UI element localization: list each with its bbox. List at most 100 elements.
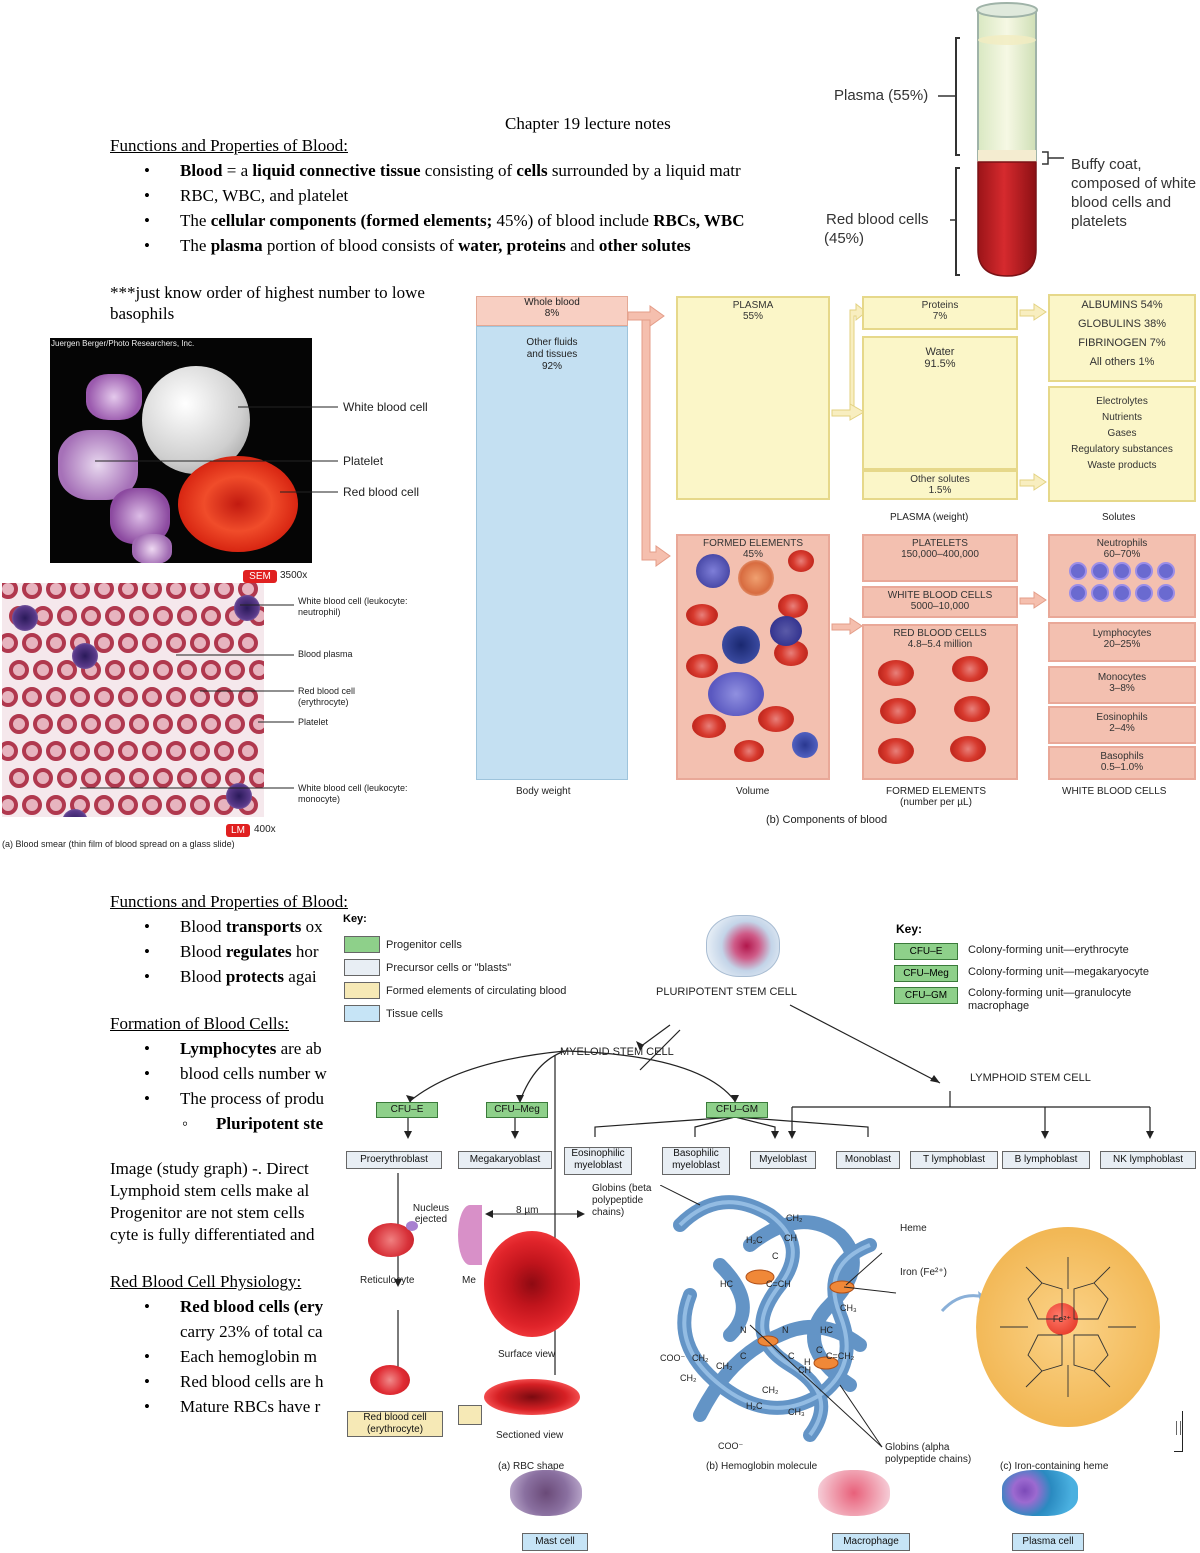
smear-rbc (225, 660, 245, 680)
smear-rbc (166, 633, 186, 653)
hematopoiesis-figure: Key: Progenitor cells Precursor cells or… (340, 905, 1200, 1551)
platelets-box: PLATELETS 150,000–400,000 (862, 534, 1018, 582)
solute-item: Waste products (1087, 460, 1157, 471)
smear-rbc (225, 714, 245, 734)
sem-credit: Juergen Berger/Photo Researchers, Inc. (51, 339, 195, 348)
rbc-bullet-1: Red blood cells (ery (110, 1294, 350, 1319)
paragraph-line-2: Lymphoid stem cells make al (110, 1181, 310, 1200)
smear-rbc (238, 633, 258, 653)
page1-bullet-run: portion of blood consists of (262, 236, 459, 255)
heme-chem-label: CH₂ (786, 1213, 803, 1223)
rbc-shape-caption: (a) RBC shape (498, 1461, 565, 1472)
smear-rbc (190, 633, 210, 653)
nucleus-ejected-label: Nucleus ejected (412, 1203, 450, 1225)
smear-rbc (129, 768, 149, 788)
smear-caption: (a) Blood smear (thin film of blood spre… (2, 839, 235, 849)
megakaryoblast-box: Megakaryoblast (458, 1151, 552, 1169)
formation-bullet-2: blood cells number w (110, 1061, 350, 1086)
smear-rbc (129, 714, 149, 734)
smear-rbc (201, 768, 221, 788)
rbc-sectioned-image (484, 1379, 580, 1415)
formation-bullet-1: Lymphocytes are ab (110, 1036, 350, 1061)
key-list: Progenitor cells Precursor cells or "bla… (344, 933, 566, 1025)
lm-badge: LM (226, 824, 250, 837)
smear-rbc (22, 795, 42, 815)
heme-chem-label: C (788, 1351, 795, 1361)
heme-chem-label: COO⁻ (718, 1441, 744, 1451)
smear-rbc (201, 714, 221, 734)
smear-rbc (238, 687, 258, 707)
rbc-physiology-bullet-run: Mature RBCs have r (180, 1397, 321, 1416)
smear-rbc (238, 741, 258, 761)
heme-chem-label: CH₂ (692, 1353, 709, 1363)
smear-figure: White blood cell (leukocyte: neutrophil)… (0, 583, 460, 853)
rbc-physiology-bullet-run: Each hemoglobin m (180, 1347, 317, 1366)
page1-bullet-run: 45%) of blood include (492, 211, 654, 230)
monoblast-box: Monoblast (836, 1151, 900, 1169)
heading-functions: Functions and Properties of Blood: (110, 136, 348, 155)
protein-types-box: ALBUMINS 54% GLOBULINS 38% FIBRINOGEN 7%… (1048, 294, 1196, 382)
page1-bullet-run: other solutes (598, 236, 691, 255)
heading-rbc-physiology: Red Blood Cell Physiology: (110, 1272, 302, 1291)
erythrocyte-image (370, 1365, 410, 1395)
smear-rbc (249, 768, 264, 788)
smear-rbc (214, 583, 234, 599)
page1-bullet-run: RBCs, WBC (653, 211, 745, 230)
heme-chem-label: CH₂ (762, 1385, 779, 1395)
heme-chem-label: HC (720, 1279, 733, 1289)
heme-chem-label: CH₂ (680, 1373, 697, 1383)
smear-rbc (153, 606, 173, 626)
proerythroblast-box: Proerythroblast (346, 1151, 442, 1169)
heme-structure (1000, 1257, 1136, 1397)
functions-bullet-run: ox (301, 917, 323, 936)
formed-elements-label: FORMED ELEMENTS (number per µL) (885, 786, 986, 808)
smear-wbc (226, 783, 252, 809)
heme-chem-label: H₃C (746, 1235, 763, 1245)
sem-figure: Juergen Berger/Photo Researchers, Inc. W… (0, 330, 460, 585)
smear-rbc (142, 583, 162, 599)
globins-beta-label: Globins (beta polypeptide chains) (592, 1183, 652, 1218)
page1-bullet-run: water, proteins (458, 236, 566, 255)
smear-rbc (22, 633, 42, 653)
clipped-box (458, 1405, 482, 1425)
functions-bullet-run: Blood (180, 917, 226, 936)
smear-rbc (142, 633, 162, 653)
smear-wbc (62, 809, 88, 817)
eosinophilic-box: Eosinophilic myeloblast (564, 1147, 632, 1175)
components-figure: Whole blood 8% Other fluids and tissues … (470, 290, 1200, 835)
rbc-label-1: Red blood cells (826, 211, 929, 228)
surface-view-label: Surface view (498, 1349, 556, 1360)
functions-bullet-run: Blood (180, 967, 226, 986)
key-title: Key: (343, 913, 367, 925)
rbcs-box: RED BLOOD CELLS 4.8–5.4 million (862, 624, 1018, 780)
rbc-size-label: 8 µm (516, 1205, 539, 1216)
heme-chem-label: N (782, 1325, 789, 1335)
page1-bullet-4: The plasma portion of blood consists of … (110, 233, 825, 258)
lymphocytes-box: Lymphocytes 20–25% (1048, 622, 1196, 662)
bullet-list-1: Blood = a liquid connective tissue consi… (110, 158, 825, 258)
water-box: Water 91.5% (862, 336, 1018, 470)
smear-rbc (214, 741, 234, 761)
rbc-bullet-1-cont: carry 23% of total ca (180, 1322, 323, 1341)
smear-rbc (9, 660, 29, 680)
heme-chem-label: CH₃ (840, 1303, 857, 1313)
smear-rbc (94, 741, 114, 761)
bullet-list-2: Blood transports oxBlood regulates horBl… (110, 914, 350, 989)
smear-rbc (46, 795, 66, 815)
smear-rbc (142, 795, 162, 815)
pluripotent-cell-image (706, 915, 780, 977)
smear-rbc (105, 660, 125, 680)
iron-label: Iron (Fe²⁺) (900, 1267, 947, 1278)
b-lymphoblast-box: B lymphoblast (1002, 1151, 1090, 1169)
sem-image (50, 338, 312, 563)
other-fluids-box: Other fluids and tissues 92% (476, 326, 628, 780)
smear-rbc (201, 606, 221, 626)
smear-rbc (70, 583, 90, 599)
heme-chem-label: C (740, 1351, 747, 1361)
bullet-list-3: Lymphocytes are abblood cells number wTh… (110, 1036, 350, 1111)
note-line-1: ***just know order of highest number to … (110, 283, 425, 302)
smear-rbc (129, 660, 149, 680)
functions-bullet-run: regulates (225, 942, 292, 961)
rbc-physiology-bullet-3: Mature RBCs have r (110, 1394, 350, 1419)
